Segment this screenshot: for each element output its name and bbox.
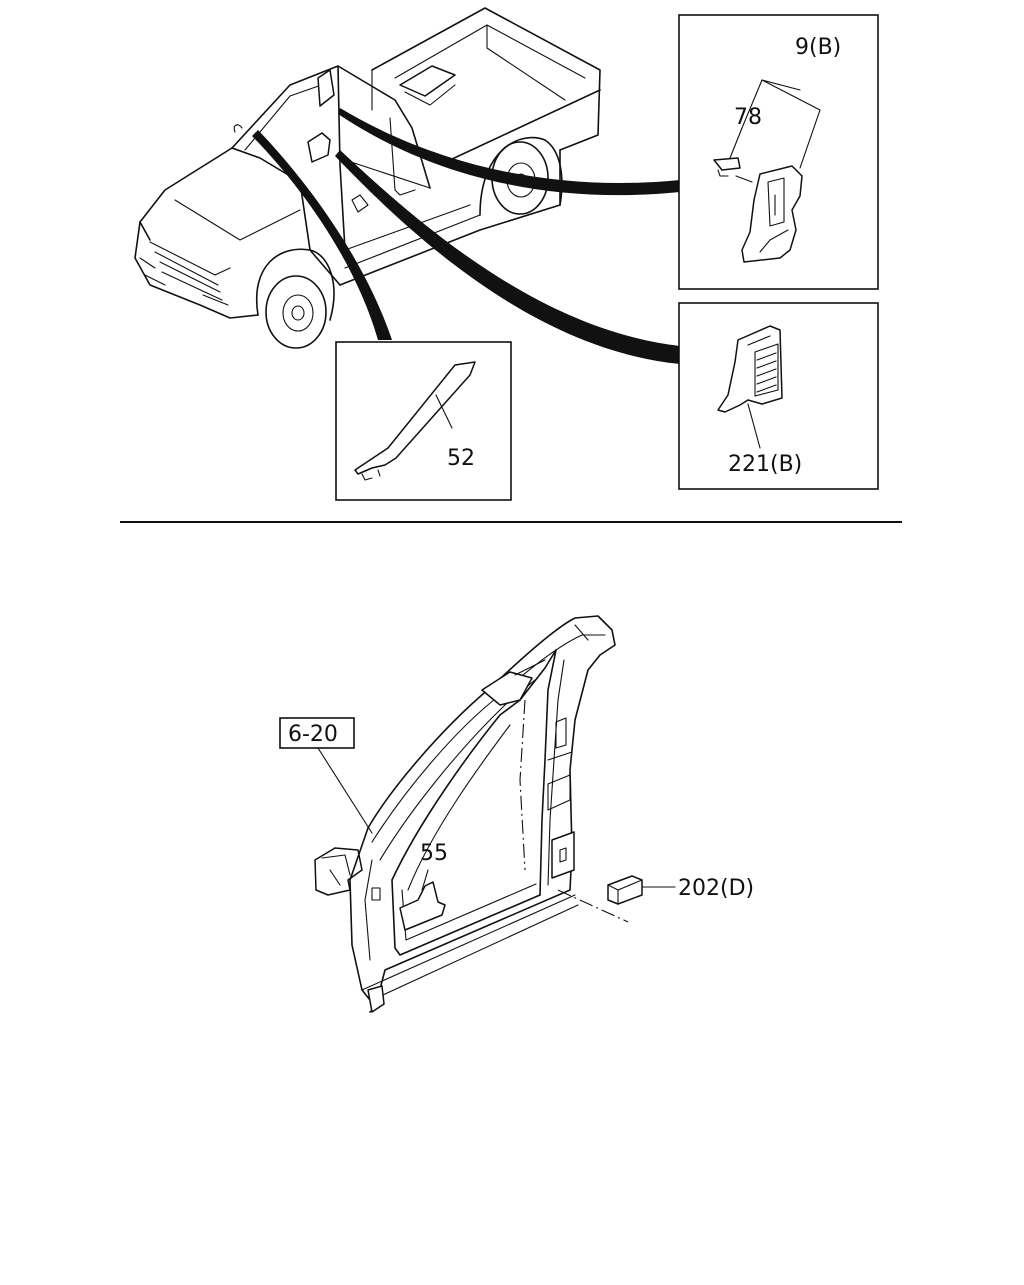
callout-6-20: 6-20 [288,722,338,747]
detail-box-rear-pillar: 9(B) 78 [678,14,879,290]
callout-78: 78 [734,105,762,130]
leader-bands [252,108,680,364]
pickup-truck [134,7,601,349]
detail-box-quarter-trim: 221(B) [678,302,879,490]
callout-55: 55 [420,841,448,866]
callout-6-20-frame [279,717,355,749]
callout-52: 52 [447,446,475,471]
detail-box-front-pillar: 52 [335,341,512,501]
callout-221b: 221(B) [728,452,802,477]
callout-202d: 202(D) [678,876,754,901]
callout-9b: 9(B) [795,35,841,60]
side-panel-assembly: 6-20 55 202(D) [279,615,754,1013]
